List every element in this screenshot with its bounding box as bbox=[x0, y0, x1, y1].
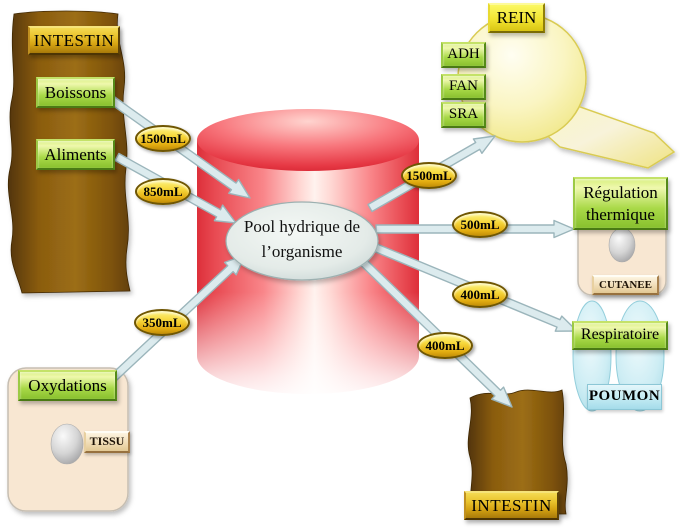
tissu-label: TISSU bbox=[84, 431, 130, 453]
intestin-bottom-label: INTESTIN bbox=[464, 491, 559, 520]
fan-node: FAN bbox=[441, 74, 486, 100]
aliments-node: Aliments bbox=[36, 139, 115, 170]
boissons-node: Boissons bbox=[36, 77, 115, 108]
flow-amount-respiratoire: 400mL bbox=[452, 281, 508, 308]
intestin-top-label: INTESTIN bbox=[28, 26, 120, 55]
pool-ellipse bbox=[225, 201, 379, 281]
sra-node: SRA bbox=[441, 102, 486, 128]
flow-amount-boissons: 1500mL bbox=[135, 125, 191, 152]
poumon-label: POUMON bbox=[587, 384, 662, 410]
oxydations-node: Oxydations bbox=[18, 370, 117, 401]
rein-label: REIN bbox=[488, 3, 545, 33]
flow-amount-aliments: 850mL bbox=[135, 178, 191, 205]
pool-title: Pool hydrique de l’organisme bbox=[243, 217, 361, 261]
flow-amount-oxydations: 350mL bbox=[134, 309, 190, 336]
flow-amount-regulation: 500mL bbox=[452, 211, 508, 238]
tissu-droplet bbox=[50, 423, 84, 465]
adh-node: ADH bbox=[441, 42, 486, 68]
flow-amount-rein: 1500mL bbox=[401, 162, 457, 189]
flow-amount-intestin: 400mL bbox=[417, 332, 473, 359]
regulation-thermique-node: Régulation thermique bbox=[573, 177, 668, 230]
cutanee-label: CUTANEE bbox=[592, 275, 659, 295]
rein-balloon-shape bbox=[457, 13, 676, 169]
arrow-pool-to-intestin bbox=[356, 255, 513, 408]
respiratoire-node: Respiratoire bbox=[572, 321, 668, 350]
cutanee-droplet bbox=[608, 227, 636, 263]
intestin-bottom-shape bbox=[467, 389, 568, 515]
